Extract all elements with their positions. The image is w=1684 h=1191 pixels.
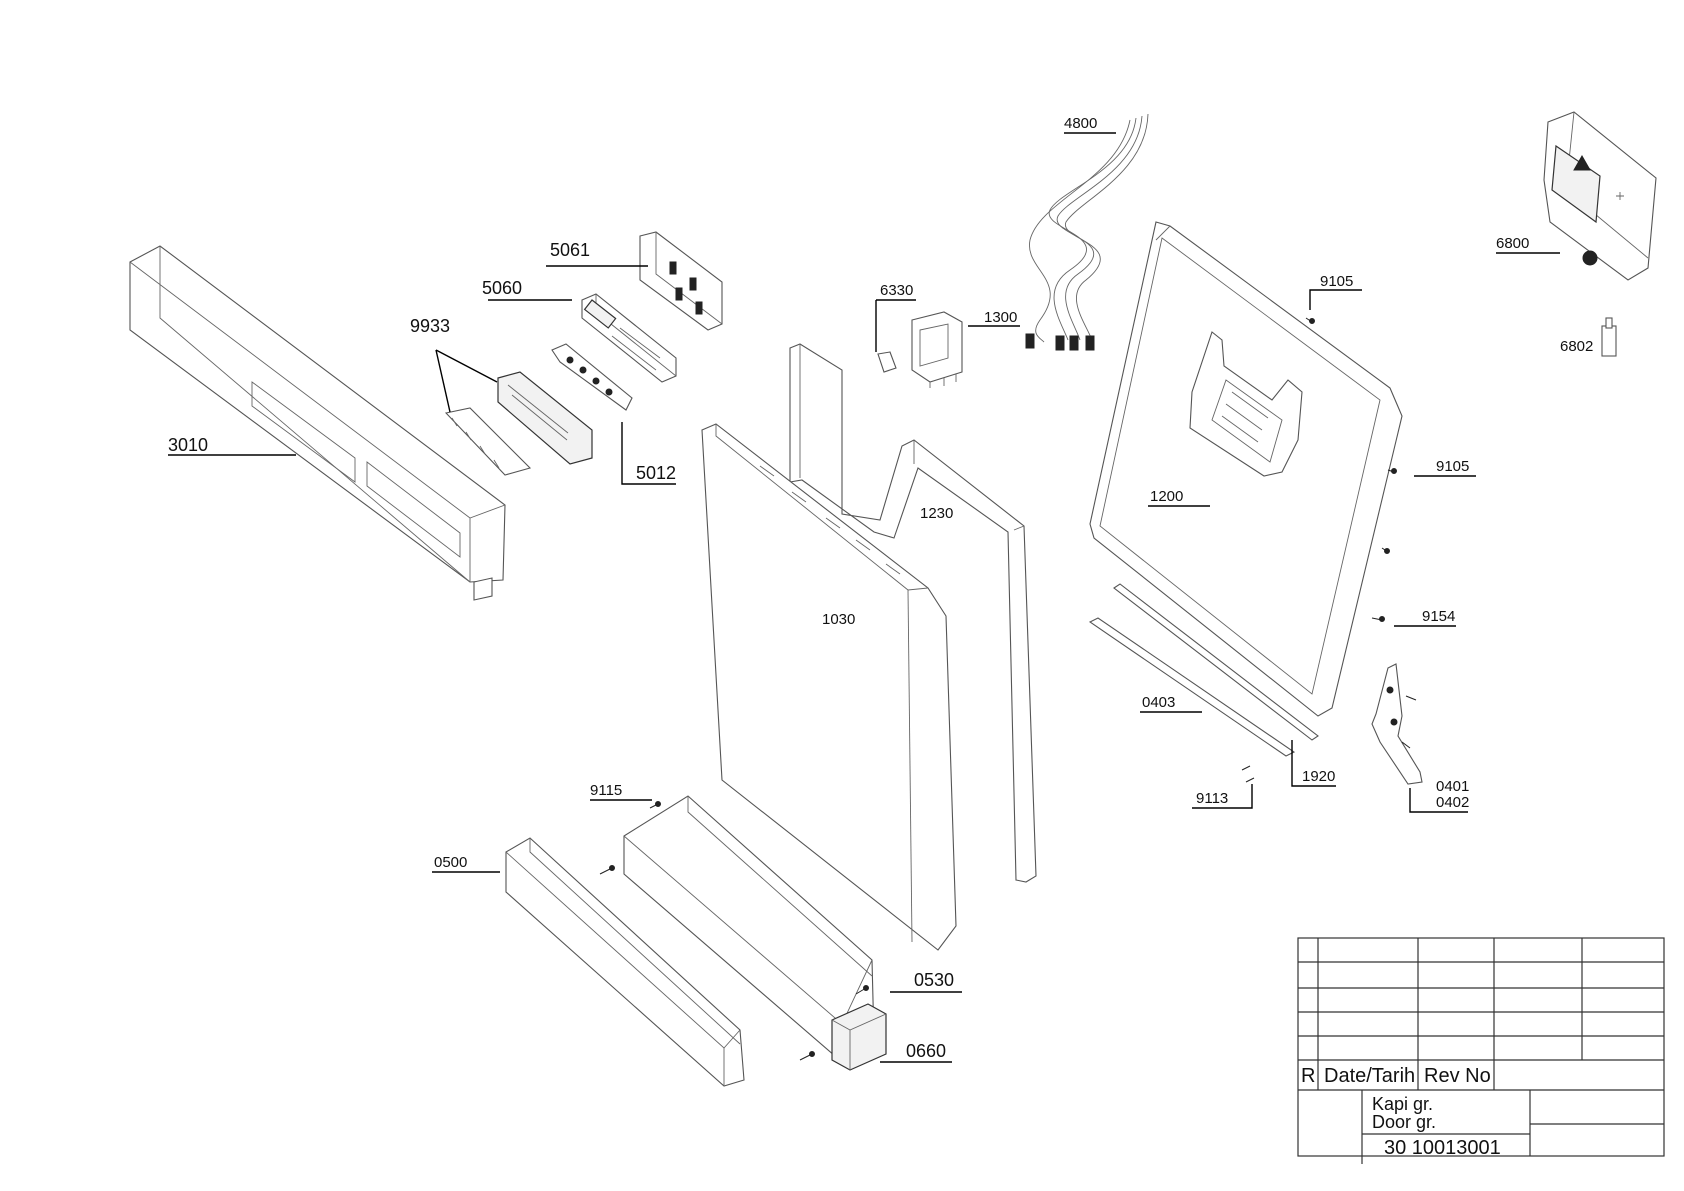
title-block-drawing-number: 30 10013001: [1384, 1137, 1501, 1159]
part-3010-control-panel: [129, 245, 506, 601]
leader-1300: 1300: [968, 309, 1020, 327]
label-9105-top: 9105: [1320, 273, 1353, 290]
part-9933-button-strip: [444, 371, 593, 476]
part-screw-mid: [1381, 547, 1390, 554]
part-1030-outer-door: [701, 423, 957, 951]
label-5060: 5060: [482, 278, 522, 298]
label-4800: 4800: [1064, 115, 1097, 132]
label-5061: 5061: [550, 240, 590, 260]
part-5012-key-strip: [551, 343, 633, 411]
part-0500-bottom-cover: [505, 837, 745, 1087]
label-0500: 0500: [434, 854, 467, 871]
leader-5012: 5012: [621, 422, 676, 485]
label-9933: 9933: [410, 316, 450, 336]
label-5012: 5012: [636, 463, 676, 483]
leader-9933: 9933: [410, 316, 498, 413]
part-9154-screw: [1371, 616, 1385, 622]
title-block-rev-header: R: [1301, 1065, 1315, 1087]
label-9105-side: 9105: [1436, 458, 1469, 475]
label-1300: 1300: [984, 309, 1017, 326]
part-9113-screws: [1241, 765, 1255, 783]
label-1200: 1200: [1150, 488, 1183, 505]
label-9113: 9113: [1196, 790, 1228, 807]
leader-5061: 5061: [546, 240, 648, 267]
part-6800-detergent-dispenser: [1543, 111, 1657, 281]
label-0403: 0403: [1142, 694, 1175, 711]
label-1920: 1920: [1302, 768, 1335, 785]
label-0660: 0660: [906, 1041, 946, 1061]
part-9105-screw-side: [1387, 468, 1397, 474]
part-1300-door-lock: [911, 311, 963, 388]
leader-1920: 1920: [1291, 740, 1336, 787]
leader-3010: 3010: [168, 435, 296, 456]
part-0401-0402-hinge: [1371, 663, 1423, 785]
part-1230-door-seal: [789, 343, 1037, 883]
leader-0403: 0403: [1140, 694, 1202, 713]
leader-6330: 6330: [875, 282, 916, 352]
label-0530: 0530: [914, 970, 954, 990]
title-block-name-en: Door gr.: [1372, 1112, 1436, 1132]
part-5060-electronic-board: [581, 293, 677, 383]
part-screw-0660: [799, 1051, 815, 1061]
leader-9105-top: 9105: [1309, 273, 1362, 310]
leader-0530: 0530: [890, 970, 962, 993]
leader-1200: 1200: [1148, 488, 1210, 507]
label-1030: 1030: [822, 611, 855, 628]
title-block-revno-header: Rev No: [1424, 1065, 1491, 1087]
part-6802-cap: [1601, 317, 1617, 357]
leader-9113: 9113: [1192, 784, 1253, 809]
leader-0660: 0660: [880, 1041, 952, 1063]
label-6330: 6330: [880, 282, 913, 299]
label-9154: 9154: [1422, 608, 1455, 625]
leader-0500: 0500: [432, 854, 500, 873]
label-6800: 6800: [1496, 235, 1529, 252]
label-6802: 6802: [1560, 338, 1593, 355]
part-1200-inner-door: [1089, 221, 1403, 717]
part-6330-clip: [877, 351, 897, 373]
part-0403-trim-strip: [1088, 617, 1296, 757]
leader-6800: 6800: [1496, 235, 1560, 254]
part-9115-screw: [649, 801, 661, 809]
title-block-name-tr: Kapi gr.: [1372, 1094, 1433, 1114]
label-3010: 3010: [168, 435, 208, 455]
leader-9154: 9154: [1394, 608, 1456, 627]
leader-9115: 9115: [590, 782, 652, 801]
part-0660-end-block: [831, 1003, 887, 1071]
leader-9105-side: 9105: [1414, 458, 1476, 477]
leader-4800: 4800: [1064, 115, 1116, 134]
part-5061-board-housing: [639, 231, 723, 331]
part-screw-0530-left: [599, 865, 615, 875]
title-block: R Date/Tarih Rev No Kapi gr. Door gr. 30…: [1297, 937, 1665, 1164]
title-block-date-header: Date/Tarih: [1324, 1065, 1415, 1087]
label-9115: 9115: [590, 782, 622, 799]
part-9105-screw-top: [1305, 317, 1315, 324]
part-screw-0530-front: [855, 985, 869, 995]
label-0402: 0402: [1436, 794, 1469, 811]
part-1920-gasket-strip: [1113, 583, 1319, 741]
label-0401: 0401: [1436, 778, 1469, 795]
label-1230: 1230: [920, 505, 953, 522]
part-4800-cable-harness: [1025, 113, 1149, 351]
leader-0401-0402: 0401 0402: [1409, 778, 1469, 813]
leader-5060: 5060: [482, 278, 572, 301]
